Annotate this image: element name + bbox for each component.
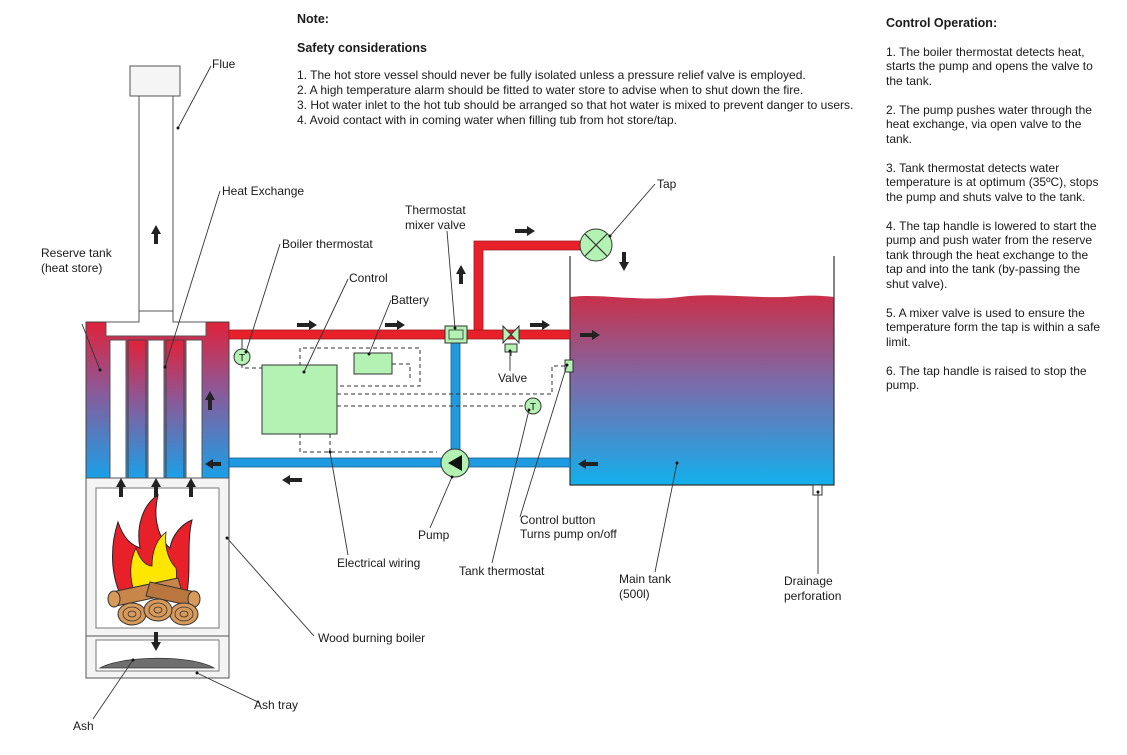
control-operation-heading: Control Operation:: [886, 16, 998, 30]
valve-label: Valve: [498, 371, 528, 385]
control-box: [261, 364, 338, 435]
flue: [129, 65, 181, 312]
control-step: 4. The tap handle is lowered to start th…: [886, 218, 1097, 291]
safety-subheading: Safety considerations: [297, 41, 427, 55]
pump: [440, 448, 470, 478]
control-button-sublabel: Turns pump on/off: [520, 527, 617, 541]
flue-label: Flue: [212, 57, 236, 71]
battery: [353, 352, 393, 375]
wood-boiler-label: Wood burning boiler: [318, 631, 426, 645]
control-step: 3. Tank thermostat detects water tempera…: [886, 160, 1099, 204]
safety-item: 3. Hot water inlet to the hot tub should…: [297, 98, 854, 112]
control-step: 1. The boiler thermostat detects heat, s…: [886, 44, 1093, 88]
pump-label: Pump: [418, 528, 450, 542]
logs: [107, 577, 201, 626]
reserve-tank-label: Reserve tank: [41, 246, 112, 260]
ash-label: Ash: [73, 719, 94, 733]
electrical-wiring: [241, 347, 567, 453]
main-tank-label: Main tank: [619, 572, 672, 586]
note-heading: Note:: [297, 12, 329, 26]
fire: [112, 493, 193, 599]
boiler-thermostat: T: [233, 339, 251, 366]
tap-label: Tap: [657, 177, 677, 191]
svg-text:T: T: [530, 402, 536, 413]
control-operation: Control Operation: 1. The boiler thermos…: [886, 16, 1101, 407]
boiler-thermostat-label: Boiler thermostat: [282, 237, 373, 251]
control-label: Control: [349, 271, 388, 285]
mixer-valve-sublabel: mixer valve: [405, 218, 466, 232]
heat-exchange-label: Heat Exchange: [222, 184, 305, 198]
drainage-sublabel: perforation: [784, 589, 842, 603]
control-step: 6. The tap handle is raised to stop the …: [886, 363, 1087, 393]
main-tank-sublabel: (500l): [619, 587, 650, 601]
leader-lines: [81, 65, 820, 720]
flow-arrows: [116, 225, 629, 651]
tap: [579, 228, 613, 262]
safety-item: 2. A high temperature alarm should be fi…: [297, 83, 804, 97]
mixer-valve-label: Thermostat: [405, 203, 466, 217]
safety-item: 1. The hot store vessel should never be …: [297, 68, 806, 82]
hot-pipes: [228, 240, 584, 340]
battery-label: Battery: [391, 293, 430, 307]
control-button-label: Control button: [520, 513, 596, 527]
control-step: 2. The pump pushes water through the hea…: [886, 102, 1092, 146]
tank-thermostat-label: Tank thermostat: [459, 564, 545, 578]
valve: [502, 324, 520, 353]
tank-thermostat: T: [524, 397, 542, 415]
thermostat-mixer-valve: [444, 325, 468, 344]
ash-tray-label: Ash tray: [254, 698, 299, 712]
safety-item: 4. Avoid contact with in coming water wh…: [297, 113, 677, 127]
control-step: 5. A mixer valve is used to ensure the t…: [886, 305, 1101, 349]
reserve-tank-sublabel: (heat store): [41, 261, 103, 275]
electrical-wiring-label: Electrical wiring: [337, 556, 421, 570]
heat-exchange-tubes: [127, 339, 185, 479]
safety-note: Note: Safety considerations 1. The hot s…: [297, 12, 872, 128]
control-button: [564, 359, 574, 373]
drainage-label: Drainage: [784, 574, 833, 588]
main-tank: [569, 256, 835, 496]
svg-text:T: T: [239, 353, 245, 364]
